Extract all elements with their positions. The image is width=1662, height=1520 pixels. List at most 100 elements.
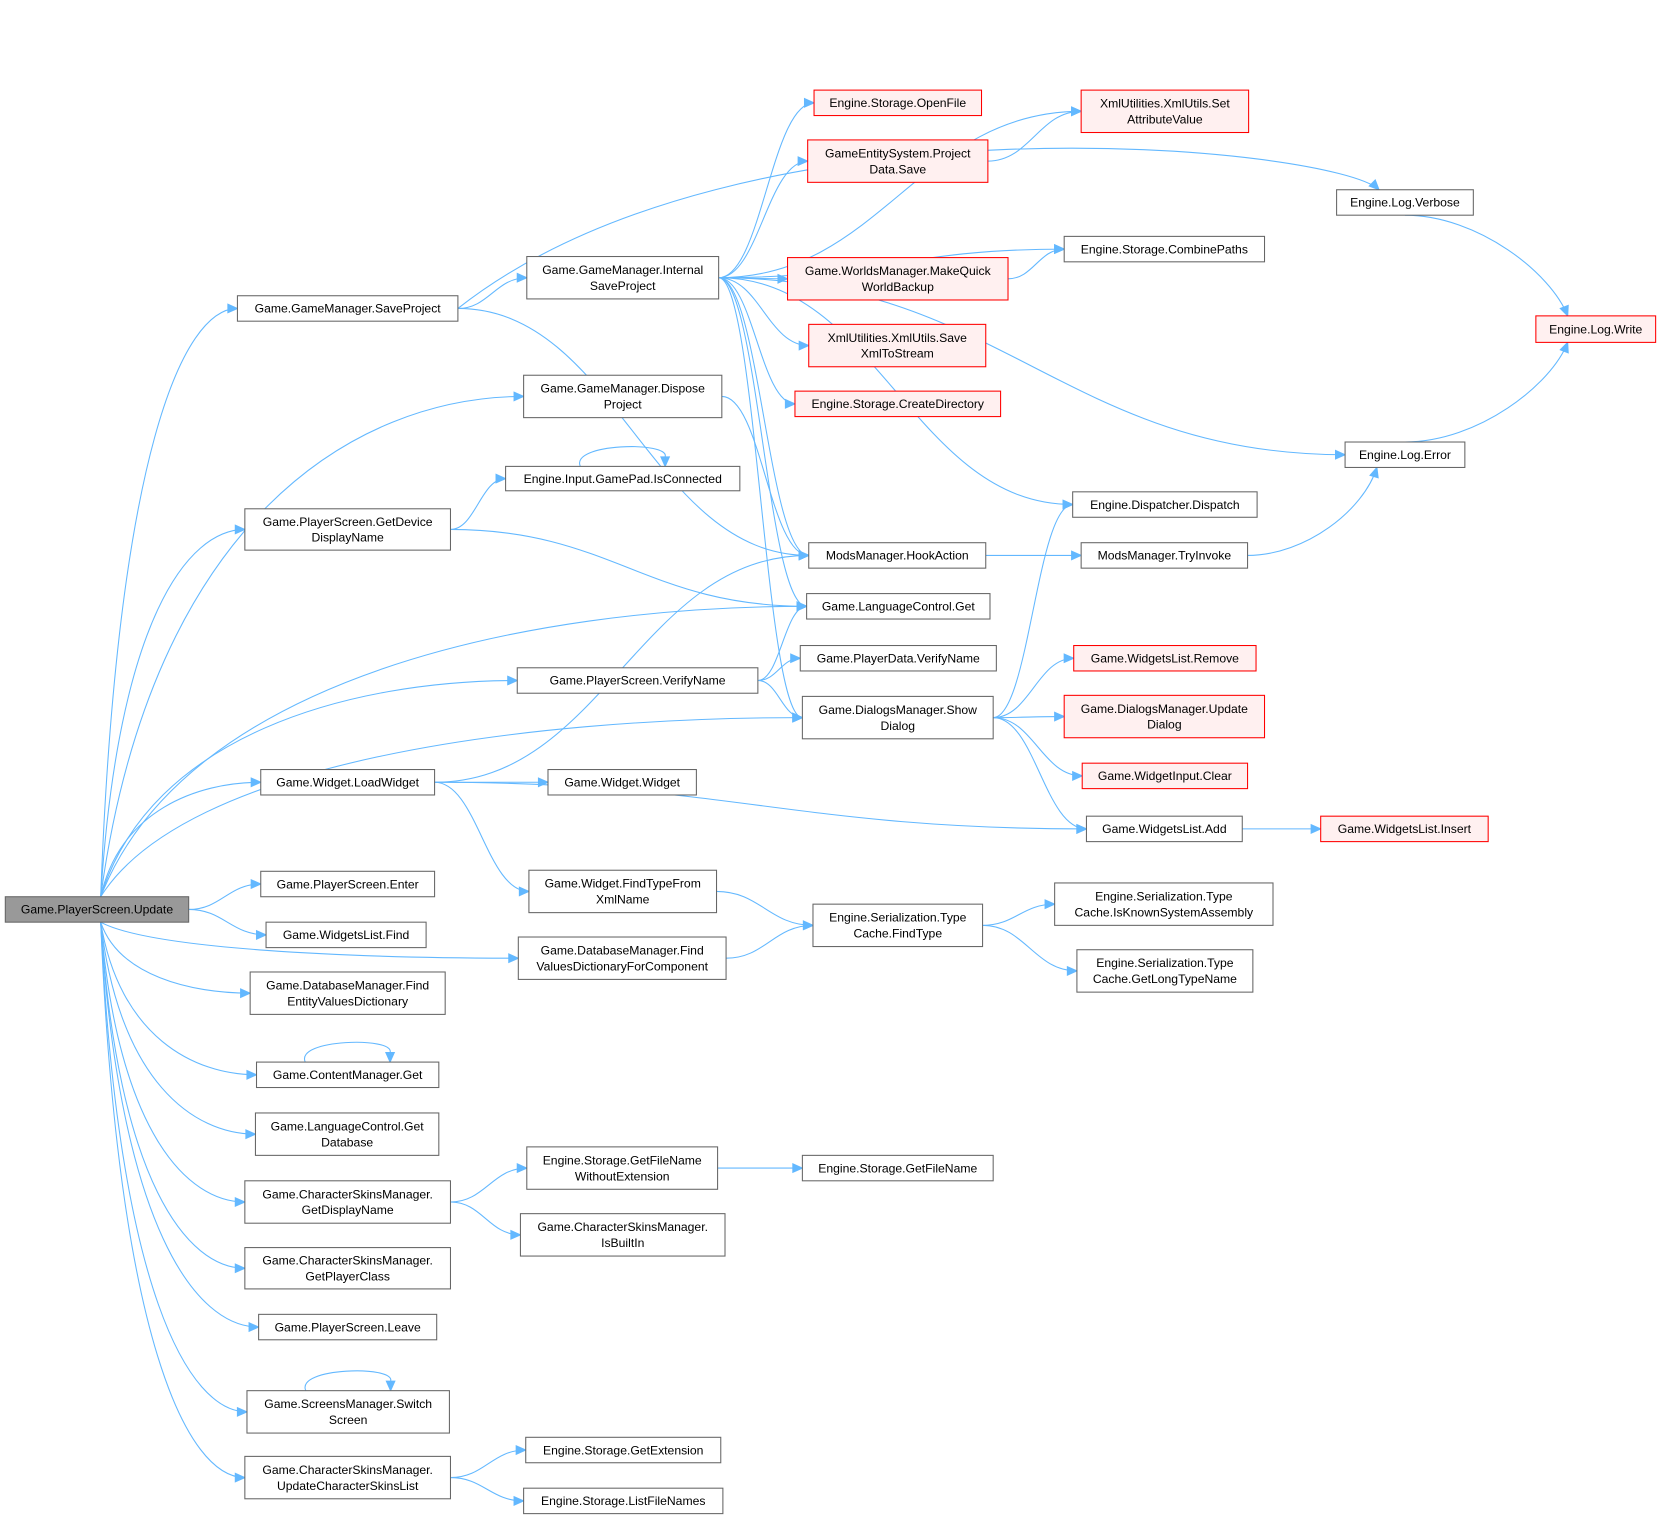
edge-hook-to-tryinvoke-arrowhead (1071, 550, 1083, 561)
node-longtype[interactable]: Engine.Serialization.TypeCache.GetLongTy… (1076, 949, 1254, 993)
node-label: Game.GameManager.Internal (542, 263, 703, 277)
node-verbose[interactable]: Engine.Log.Verbose (1336, 189, 1474, 216)
edge-verifyname-to-showdialog-arrowhead (792, 712, 804, 723)
edge-findvalues-to-findtype-arrowhead (802, 920, 815, 931)
node-widget[interactable]: Game.Widget.Widget (547, 769, 697, 796)
node-label: Engine.Serialization.Type (1095, 889, 1233, 903)
node-label: Engine.Storage.ListFileNames (541, 1494, 705, 1508)
edge-switchscreen-to-switchscreen-arrowhead (385, 1380, 396, 1392)
node-listfiles[interactable]: Engine.Storage.ListFileNames (523, 1487, 724, 1515)
edge-devicename-to-isconnected-arrowhead (495, 473, 507, 484)
node-dispatch[interactable]: Engine.Dispatcher.Dispatch (1072, 491, 1258, 518)
edge-saveproject-to-internalsave (457, 277, 527, 309)
edge-switchscreen-to-switchscreen (304, 1370, 392, 1391)
node-label: Engine.Log.Error (1359, 448, 1451, 462)
node-label: Game.WidgetsList.Find (283, 928, 410, 942)
node-isconnected[interactable]: Engine.Input.GamePad.IsConnected (505, 465, 741, 492)
node-findentity[interactable]: Game.DatabaseManager.FindEntityValuesDic… (249, 971, 446, 1015)
node-error[interactable]: Engine.Log.Error (1344, 441, 1466, 468)
edge-backup-to-combine-arrowhead (1054, 244, 1066, 255)
node-label: EntityValuesDictionary (287, 994, 409, 1008)
node-findvalues[interactable]: Game.DatabaseManager.FindValuesDictionar… (517, 936, 727, 980)
node-wfind[interactable]: Game.WidgetsList.Find (265, 921, 427, 949)
node-loadwidget[interactable]: Game.Widget.LoadWidget (260, 769, 436, 796)
edge-internalsave-to-pdsave (718, 160, 808, 279)
node-write[interactable]: Engine.Log.Write (1535, 315, 1657, 343)
node-box (1080, 542, 1249, 569)
edge-devicename-to-langget (450, 528, 807, 607)
node-verifyname[interactable]: Game.PlayerScreen.VerifyName (516, 667, 759, 694)
node-langget[interactable]: Game.LanguageControl.Get (806, 593, 991, 620)
edge-showdialog-to-updatedialog-arrowhead (1054, 711, 1066, 722)
edge-findtype-to-longtype (982, 924, 1077, 972)
node-label: Engine.Storage.CreateDirectory (812, 397, 985, 411)
node-filename[interactable]: Engine.Storage.GetFileName (801, 1154, 994, 1182)
node-saveproject[interactable]: Game.GameManager.SaveProject (236, 295, 459, 322)
node-inputclear[interactable]: Game.WidgetInput.Clear (1081, 762, 1249, 790)
edge-update-to-leave (100, 922, 259, 1328)
node-playerclass[interactable]: Game.CharacterSkinsManager.GetPlayerClas… (244, 1247, 452, 1290)
edge-update-to-findvalues-arrowhead (508, 953, 520, 964)
node-update[interactable]: Game.PlayerScreen.Update (4, 896, 190, 923)
nodes-layer: Game.PlayerScreen.Update Game.GameManager… (4, 89, 1657, 1515)
node-updateskins[interactable]: Game.CharacterSkinsManager.UpdateCharact… (244, 1455, 452, 1500)
node-box (525, 1436, 722, 1464)
edge-contentget-to-contentget-arrowhead (385, 1052, 396, 1064)
node-tryinvoke[interactable]: ModsManager.TryInvoke (1080, 542, 1249, 569)
edge-contentget-to-contentget (304, 1041, 391, 1063)
edge-dispose-to-hook (721, 395, 809, 556)
edge-update-to-loadwidget (100, 781, 261, 897)
node-label: Game.WidgetsList.Remove (1091, 651, 1239, 665)
node-label: Game.CharacterSkinsManager. (262, 1254, 432, 1268)
node-label: Game.PlayerScreen.GetDevice (263, 515, 433, 529)
node-box (246, 1390, 450, 1434)
node-hook[interactable]: ModsManager.HookAction (808, 542, 987, 569)
edge-verifyname-to-pdverify-arrowhead (790, 653, 802, 664)
node-createdir[interactable]: Engine.Storage.CreateDirectory (794, 390, 1002, 418)
node-isknown[interactable]: Engine.Serialization.TypeCache.IsKnownSy… (1054, 882, 1274, 926)
node-box (523, 374, 723, 419)
node-label: Game.PlayerScreen.Update (21, 903, 173, 917)
node-label: Cache.IsKnownSystemAssembly (1075, 905, 1255, 919)
node-label: Game.DatabaseManager.Find (266, 978, 429, 992)
node-box (1076, 949, 1254, 993)
node-pdverify[interactable]: Game.PlayerData.VerifyName (799, 644, 997, 672)
node-box (1063, 694, 1266, 739)
edge-update-to-playerclass (100, 922, 245, 1269)
edge-showdialog-to-wadd (993, 717, 1087, 830)
node-getext[interactable]: Engine.Storage.GetExtension (525, 1436, 722, 1464)
node-wremove[interactable]: Game.WidgetsList.Remove (1073, 644, 1257, 672)
edge-update-to-findvalues (100, 921, 519, 959)
node-fnnoext[interactable]: Engine.Storage.GetFileNameWithoutExtensi… (526, 1146, 719, 1190)
node-label: Game.GameManager.Dispose (541, 382, 706, 396)
node-winsert[interactable]: Game.WidgetsList.Insert (1320, 815, 1489, 843)
edge-update-to-getdatabase (100, 922, 256, 1135)
node-builtin[interactable]: Game.CharacterSkinsManager.IsBuiltIn (519, 1213, 726, 1257)
node-contentget[interactable]: Game.ContentManager.Get (255, 1061, 440, 1089)
node-label: Game.CharacterSkinsManager. (537, 1220, 707, 1234)
edge-internalsave-to-savexml-arrowhead (798, 340, 811, 351)
node-skindisplay[interactable]: Game.CharacterSkinsManager.GetDisplayNam… (244, 1180, 452, 1224)
node-wadd[interactable]: Game.WidgetsList.Add (1085, 815, 1243, 843)
node-leave[interactable]: Game.PlayerScreen.Leave (258, 1313, 438, 1341)
node-enter[interactable]: Game.PlayerScreen.Enter (260, 870, 436, 898)
node-openfile[interactable]: Engine.Storage.OpenFile (813, 89, 983, 117)
node-label: Cache.GetLongTypeName (1093, 972, 1237, 986)
node-box (265, 921, 427, 949)
node-box (260, 769, 436, 796)
node-label: Database (321, 1135, 373, 1149)
node-combine[interactable]: Engine.Storage.CombinePaths (1063, 235, 1266, 263)
